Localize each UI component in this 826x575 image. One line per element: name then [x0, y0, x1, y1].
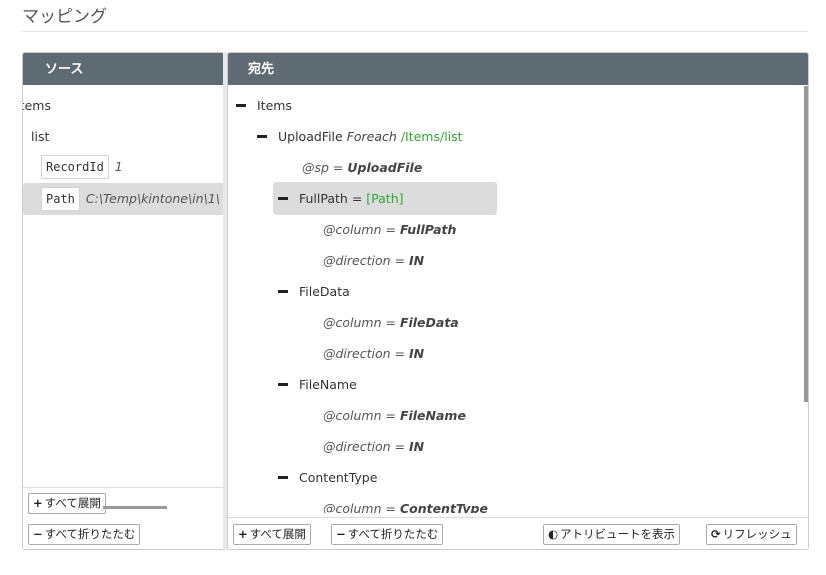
dst-attr-direction-filedata[interactable]: @direction = IN	[323, 346, 425, 361]
source-node-path[interactable]: Path C:\Temp\kintone\in\1\	[41, 187, 220, 211]
fullpath-mapped: [Path]	[366, 191, 404, 206]
foreach-label: Foreach	[346, 129, 397, 144]
source-node-items-label: Items	[23, 98, 51, 113]
dst-expand-all-label: すべて展開	[249, 527, 306, 541]
attr-key: @sp	[302, 160, 329, 175]
destination-panel: 宛先 Items UploadFile Foreach /Items/list …	[227, 52, 809, 550]
source-node-list[interactable]: list	[31, 125, 49, 149]
path-tag[interactable]: Path	[41, 187, 80, 211]
attr-value: FileData	[399, 315, 459, 330]
toggle-icon: ◐	[548, 527, 559, 541]
dst-node-items-label: Items	[257, 98, 292, 113]
uploadfile-label: UploadFile	[278, 129, 343, 144]
source-node-recordid[interactable]: RecordId 1	[41, 155, 123, 179]
attr-value: FullPath	[399, 222, 457, 237]
filename-label: FileName	[299, 377, 357, 392]
collapse-icon[interactable]	[278, 290, 288, 293]
recordid-value: 1	[114, 159, 123, 174]
contenttype-label: ContentType	[299, 470, 378, 485]
dst-node-contenttype[interactable]: ContentType	[278, 466, 377, 490]
plus-icon: +	[33, 496, 43, 510]
source-horizontal-scrollbar[interactable]	[103, 506, 167, 509]
panel-splitter[interactable]	[223, 52, 227, 550]
collapse-icon[interactable]	[278, 383, 288, 386]
fullpath-eq: =	[351, 191, 363, 206]
source-expand-all-label: すべて展開	[44, 496, 101, 510]
collapse-icon[interactable]	[278, 476, 288, 479]
dst-attr-sp[interactable]: @sp = UploadFile	[302, 160, 423, 175]
dst-attr-direction-filename[interactable]: @direction = IN	[323, 439, 425, 454]
source-node-items[interactable]: Items	[23, 94, 51, 118]
dst-attr-column-contenttype[interactable]: @column = ContentType	[323, 497, 488, 513]
plus-icon: +	[238, 527, 248, 541]
dst-node-fullpath[interactable]: FullPath = [Path]	[278, 187, 404, 211]
attr-key: @column	[323, 222, 382, 237]
destination-tree: Items UploadFile Foreach /Items/list @sp…	[228, 86, 808, 513]
show-attributes-label: アトリビュートを表示	[560, 527, 676, 541]
minus-icon: −	[33, 527, 43, 541]
source-tree: Items list RecordId 1 Path C:\Temp\kintone…	[23, 86, 224, 549]
title-divider	[22, 31, 808, 32]
attr-key: @direction	[323, 253, 391, 268]
dst-attr-direction-fullpath[interactable]: @direction = IN	[323, 253, 425, 268]
source-collapse-all-button[interactable]: −すべて折りたたむ	[28, 524, 141, 545]
dst-collapse-all-label: すべて折りたたむ	[347, 527, 439, 541]
show-attributes-button[interactable]: ◐アトリビュートを表示	[543, 524, 681, 545]
refresh-button[interactable]: ⟳リフレッシュ	[706, 524, 797, 545]
collapse-icon[interactable]	[278, 197, 288, 200]
source-footer: +すべて展開 −すべて折りたたむ	[23, 487, 224, 549]
source-expand-all-button[interactable]: +すべて展開	[28, 493, 106, 514]
dst-expand-all-button[interactable]: +すべて展開	[233, 524, 311, 545]
foreach-path: /Items/list	[400, 129, 463, 144]
attr-value: FileName	[399, 408, 466, 423]
minus-icon: −	[336, 527, 346, 541]
destination-footer: +すべて展開 −すべて折りたたむ ◐アトリビュートを表示 ⟳リフレッシュ	[228, 517, 808, 549]
recordid-tag[interactable]: RecordId	[41, 155, 109, 179]
attr-key: @direction	[323, 439, 391, 454]
source-collapse-all-label: すべて折りたたむ	[44, 527, 136, 541]
dst-node-uploadfile[interactable]: UploadFile Foreach /Items/list	[257, 125, 463, 149]
filedata-label: FileData	[299, 284, 350, 299]
fullpath-label: FullPath	[299, 191, 348, 206]
refresh-icon: ⟳	[711, 527, 721, 541]
attr-value: IN	[408, 439, 425, 454]
attr-value: ContentType	[399, 501, 488, 513]
attr-value: IN	[408, 346, 425, 361]
dst-attr-column-fullpath[interactable]: @column = FullPath	[323, 222, 457, 237]
dst-selected-highlight	[273, 182, 497, 215]
source-panel-header: ソース	[23, 53, 224, 85]
page-title: マッピング	[22, 7, 107, 27]
attr-key: @direction	[323, 346, 391, 361]
destination-vertical-scrollbar[interactable]	[804, 86, 808, 402]
attr-value: IN	[408, 253, 425, 268]
dst-node-filename[interactable]: FileName	[278, 373, 357, 397]
source-node-list-label: list	[31, 129, 50, 144]
collapse-icon[interactable]	[236, 104, 246, 107]
dst-node-filedata[interactable]: FileData	[278, 280, 350, 304]
destination-panel-header: 宛先	[228, 53, 808, 85]
dst-attr-column-filename[interactable]: @column = FileName	[323, 408, 466, 423]
attr-key: @column	[323, 315, 382, 330]
attr-key: @column	[323, 408, 382, 423]
dst-attr-column-filedata[interactable]: @column = FileData	[323, 315, 459, 330]
refresh-label: リフレッシュ	[722, 527, 792, 541]
dst-collapse-all-button[interactable]: −すべて折りたたむ	[331, 524, 444, 545]
path-value: C:\Temp\kintone\in\1\	[85, 191, 220, 206]
attr-value: UploadFile	[347, 160, 423, 175]
attr-key: @column	[323, 501, 382, 513]
dst-node-items[interactable]: Items	[236, 94, 292, 118]
collapse-icon[interactable]	[257, 135, 267, 138]
source-panel: ソース Items list RecordId 1 Path C:\Temp\kin…	[22, 52, 225, 550]
